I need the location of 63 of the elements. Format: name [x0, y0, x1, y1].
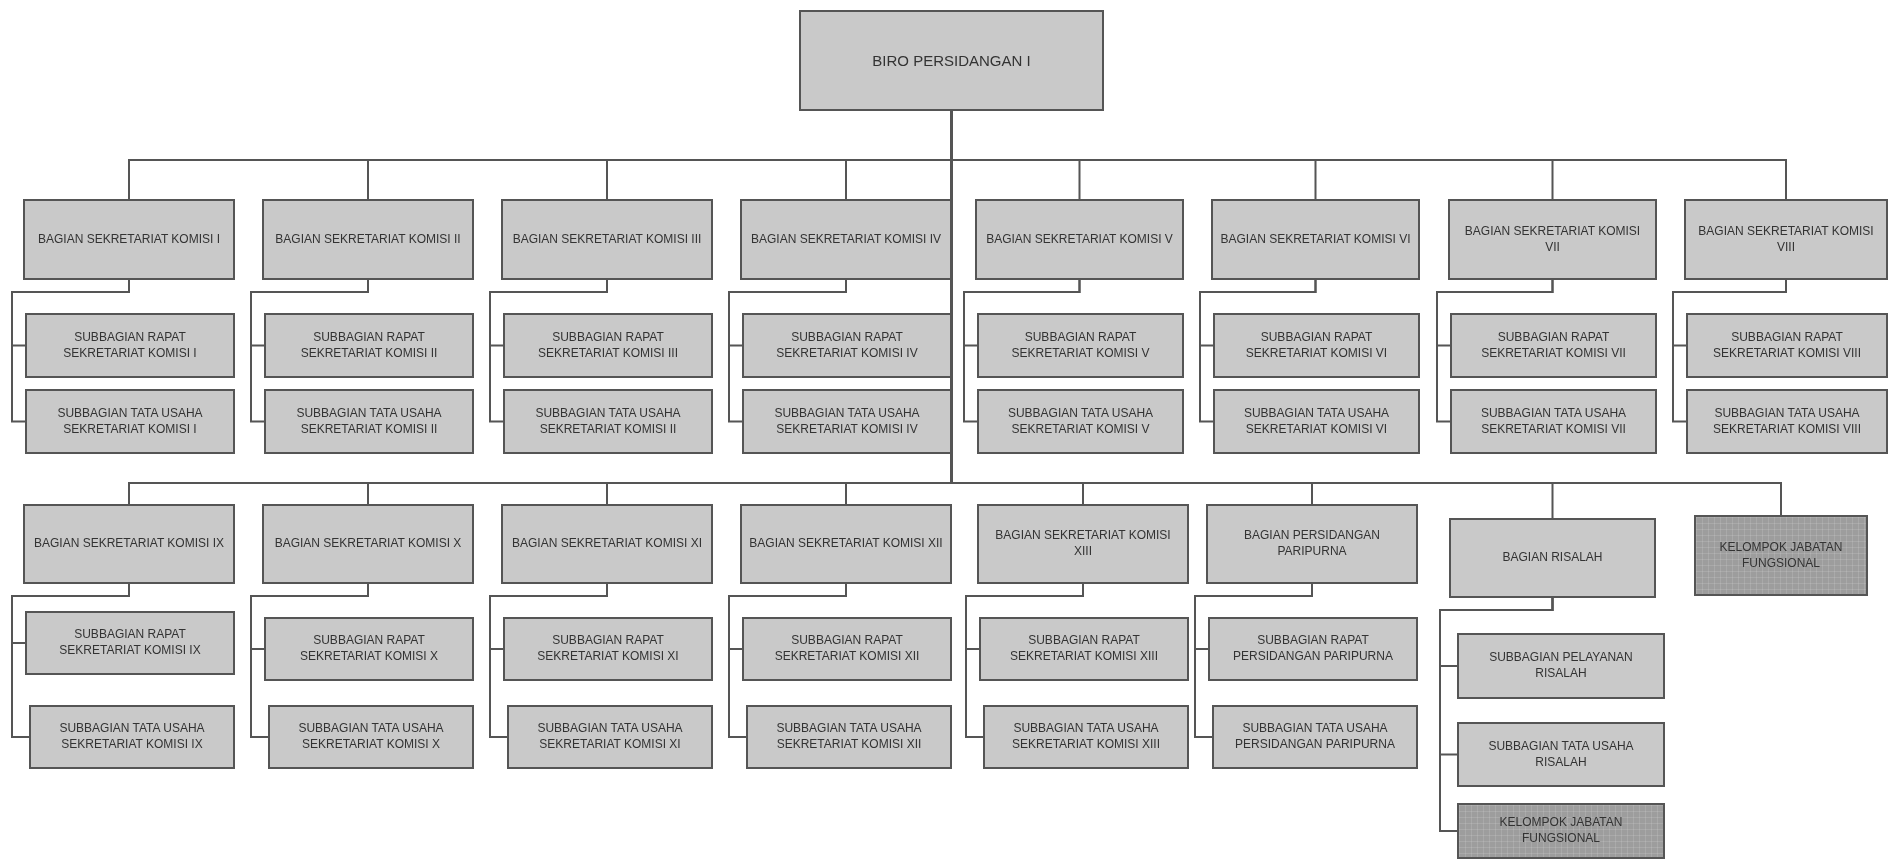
- org-unit-box: SUBBAGIAN RAPAT SEKRETARIAT KOMISI X: [264, 617, 474, 681]
- org-unit-box: SUBBAGIAN TATA USAHA RISALAH: [1457, 722, 1665, 787]
- connector-line: [250, 279, 369, 423]
- org-unit-box: SUBBAGIAN RAPAT SEKRETARIAT KOMISI VI: [1213, 313, 1420, 378]
- connector-line: [489, 583, 608, 738]
- org-unit-box: SUBBAGIAN TATA USAHA SEKRETARIAT KOMISI XIII: [983, 705, 1189, 769]
- connector-line: [11, 583, 130, 738]
- org-unit-box: BAGIAN SEKRETARIAT KOMISI XI: [501, 504, 713, 584]
- org-unit-box: BAGIAN SEKRETARIAT KOMISI V: [975, 199, 1184, 280]
- org-unit-box: BAGIAN SEKRETARIAT KOMISI VIII: [1684, 199, 1888, 280]
- org-unit-box: SUBBAGIAN RAPAT SEKRETARIAT KOMISI VIII: [1686, 313, 1888, 378]
- org-unit-box: BAGIAN PERSIDANGAN PARIPURNA: [1206, 504, 1418, 584]
- org-unit-box: SUBBAGIAN TATA USAHA SEKRETARIAT KOMISI XI: [507, 705, 713, 769]
- connector-line: [250, 583, 369, 738]
- org-unit-box: SUBBAGIAN RAPAT SEKRETARIAT KOMISI XIII: [979, 617, 1189, 681]
- org-unit-box: BIRO PERSIDANGAN I: [799, 10, 1104, 111]
- org-unit-box: BAGIAN SEKRETARIAT KOMISI IX: [23, 504, 235, 584]
- org-unit-box: BAGIAN SEKRETARIAT KOMISI IV: [740, 199, 952, 280]
- org-unit-box: BAGIAN SEKRETARIAT KOMISI X: [262, 504, 474, 584]
- org-unit-box: SUBBAGIAN RAPAT SEKRETARIAT KOMISI IX: [25, 611, 235, 675]
- connector-line: [728, 583, 847, 738]
- org-unit-box: BAGIAN RISALAH: [1449, 518, 1656, 598]
- org-unit-box: SUBBAGIAN RAPAT SEKRETARIAT KOMISI VII: [1450, 313, 1657, 378]
- org-unit-box: KELOMPOK JABATAN FUNGSIONAL: [1694, 515, 1868, 596]
- org-unit-box: SUBBAGIAN TATA USAHA SEKRETARIAT KOMISI VII: [1450, 389, 1657, 454]
- connector-line: [489, 279, 608, 423]
- org-unit-box: BAGIAN SEKRETARIAT KOMISI I: [23, 199, 235, 280]
- connector-line: [1199, 279, 1317, 423]
- org-unit-box: BAGIAN SEKRETARIAT KOMISI XIII: [977, 504, 1189, 584]
- connector-line: [1194, 583, 1313, 738]
- connector-line: [11, 279, 130, 423]
- org-unit-box: SUBBAGIAN TATA USAHA SEKRETARIAT KOMISI II: [264, 389, 474, 454]
- org-unit-box: SUBBAGIAN TATA USAHA SEKRETARIAT KOMISI X: [268, 705, 474, 769]
- org-unit-box: SUBBAGIAN TATA USAHA SEKRETARIAT KOMISI XII: [746, 705, 952, 769]
- org-unit-box: BAGIAN SEKRETARIAT KOMISI II: [262, 199, 474, 280]
- org-unit-box: SUBBAGIAN TATA USAHA SEKRETARIAT KOMISI VI: [1213, 389, 1420, 454]
- org-unit-box: SUBBAGIAN TATA USAHA PERSIDANGAN PARIPURNA: [1212, 705, 1418, 769]
- org-unit-box: SUBBAGIAN RAPAT SEKRETARIAT KOMISI XII: [742, 617, 952, 681]
- org-unit-box: SUBBAGIAN PELAYANAN RISALAH: [1457, 633, 1665, 699]
- org-unit-box: BAGIAN SEKRETARIAT KOMISI VI: [1211, 199, 1420, 280]
- org-unit-box: SUBBAGIAN TATA USAHA SEKRETARIAT KOMISI IV: [742, 389, 952, 454]
- org-unit-box: BAGIAN SEKRETARIAT KOMISI XII: [740, 504, 952, 584]
- org-unit-box: SUBBAGIAN TATA USAHA SEKRETARIAT KOMISI V: [977, 389, 1184, 454]
- connector-line: [963, 279, 1081, 423]
- org-unit-box: KELOMPOK JABATAN FUNGSIONAL: [1457, 803, 1665, 859]
- org-unit-box: SUBBAGIAN TATA USAHA SEKRETARIAT KOMISI VIII: [1686, 389, 1888, 454]
- org-unit-box: SUBBAGIAN TATA USAHA SEKRETARIAT KOMISI I: [25, 389, 235, 454]
- org-unit-box: SUBBAGIAN RAPAT SEKRETARIAT KOMISI IV: [742, 313, 952, 378]
- connector-line: [1436, 279, 1554, 423]
- connector-line: [728, 279, 847, 423]
- connector-line: [1672, 279, 1787, 423]
- org-unit-box: BAGIAN SEKRETARIAT KOMISI III: [501, 199, 713, 280]
- org-unit-box: BAGIAN SEKRETARIAT KOMISI VII: [1448, 199, 1657, 280]
- org-unit-box: SUBBAGIAN TATA USAHA SEKRETARIAT KOMISI IX: [29, 705, 235, 769]
- org-unit-box: SUBBAGIAN RAPAT SEKRETARIAT KOMISI XI: [503, 617, 713, 681]
- org-unit-box: SUBBAGIAN RAPAT SEKRETARIAT KOMISI V: [977, 313, 1184, 378]
- org-unit-box: SUBBAGIAN TATA USAHA SEKRETARIAT KOMISI II: [503, 389, 713, 454]
- connector-line: [1439, 597, 1554, 832]
- org-unit-box: SUBBAGIAN RAPAT PERSIDANGAN PARIPURNA: [1208, 617, 1418, 681]
- org-unit-box: SUBBAGIAN RAPAT SEKRETARIAT KOMISI I: [25, 313, 235, 378]
- org-unit-box: SUBBAGIAN RAPAT SEKRETARIAT KOMISI III: [503, 313, 713, 378]
- org-unit-box: SUBBAGIAN RAPAT SEKRETARIAT KOMISI II: [264, 313, 474, 378]
- connector-line: [965, 583, 1084, 738]
